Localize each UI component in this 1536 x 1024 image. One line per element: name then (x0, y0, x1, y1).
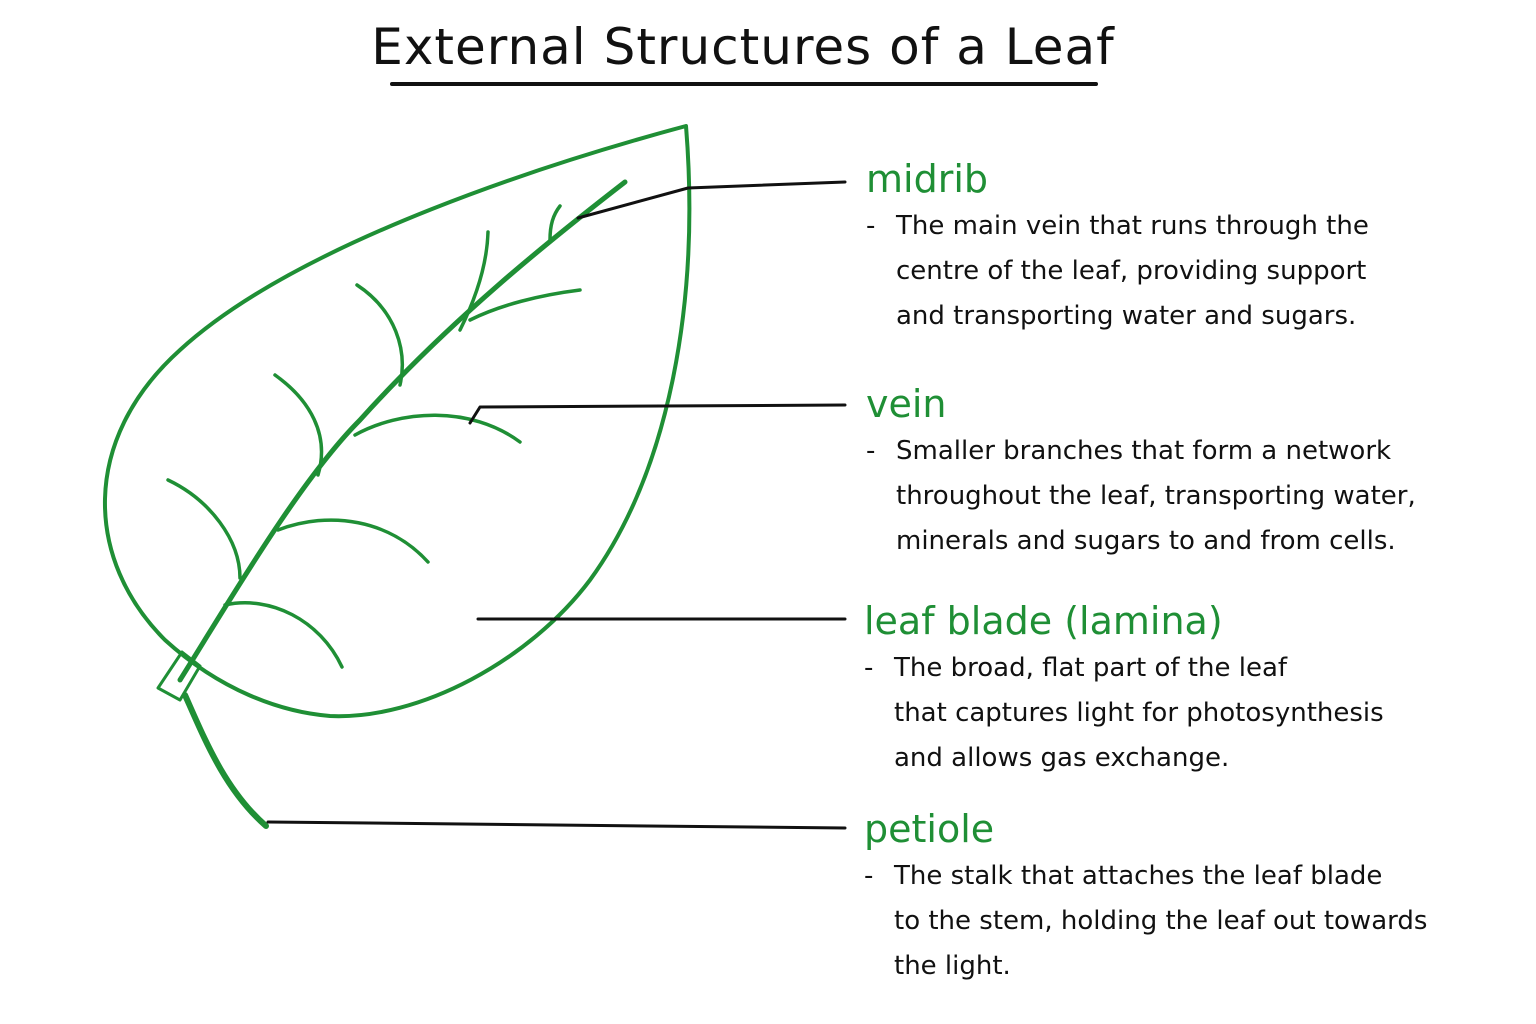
petiole-base (156, 650, 202, 702)
title-underline (390, 82, 1098, 86)
description-midrib: - The main vein that runs through the ce… (866, 204, 1506, 339)
description-lines: The broad, flat part of the leaf that ca… (894, 646, 1384, 781)
term-vein: vein (866, 382, 947, 426)
term-petiole: petiole (864, 807, 995, 851)
leaf-vein (458, 230, 490, 332)
term-leaf-blade: leaf blade (lamina) (864, 599, 1223, 643)
description-lines: Smaller branches that form a network thr… (896, 429, 1416, 564)
description-line: throughout the leaf, transporting water, (896, 481, 1416, 511)
leaf-drawing (103, 124, 692, 829)
description-line: The stalk that attaches the leaf blade (894, 861, 1383, 891)
leaf-vein (273, 373, 324, 477)
description-line: centre of the leaf, providing support (896, 256, 1367, 286)
description-line: The main vein that runs through the (896, 211, 1369, 241)
leaf-petiole (182, 692, 269, 829)
description-line: the light. (894, 951, 1011, 981)
description-line: and transporting water and sugars. (896, 301, 1357, 331)
label-midrib: midrib - The main vein that runs through… (866, 156, 1506, 339)
description-leaf-blade: - The broad, flat part of the leaf that … (864, 646, 1504, 781)
diagram-title: External Structures of a Leaf (371, 18, 1115, 76)
leaf-midrib (177, 179, 628, 683)
description-line: that captures light for photosynthesis (894, 698, 1384, 728)
description-line: to the stem, holding the leaf out toward… (894, 906, 1428, 936)
label-vein: vein - Smaller branches that form a netw… (866, 381, 1506, 564)
label-petiole: petiole - The stalk that attaches the le… (864, 806, 1504, 989)
leaf-outline (103, 124, 692, 719)
description-lines: The main vein that runs through the cent… (896, 204, 1369, 339)
description-petiole: - The stalk that attaches the leaf blade… (864, 854, 1504, 989)
description-line: minerals and sugars to and from cells. (896, 526, 1396, 556)
petiole-leader-line (266, 820, 847, 830)
vein-leader-line (468, 403, 847, 425)
leaf-vein (468, 288, 582, 322)
term-midrib: midrib (866, 157, 988, 201)
description-line: The broad, flat part of the leaf (894, 653, 1288, 683)
leader-lines (266, 180, 847, 830)
leaf-vein (166, 478, 242, 580)
description-line: Smaller branches that form a network (896, 436, 1392, 466)
label-leaf-blade: leaf blade (lamina) - The broad, flat pa… (864, 598, 1504, 781)
leaf-vein (223, 601, 344, 669)
description-dash: - (864, 861, 874, 891)
description-dash: - (866, 436, 876, 466)
description-lines: The stalk that attaches the leaf blade t… (894, 854, 1427, 989)
description-dash: - (864, 653, 874, 683)
leaf-vein (355, 283, 404, 387)
description-dash: - (866, 211, 876, 241)
description-line: and allows gas exchange. (894, 743, 1230, 773)
description-vein: - Smaller branches that form a network t… (866, 429, 1506, 564)
leaf-vein (548, 204, 562, 242)
leaf-vein (353, 413, 522, 444)
midrib-leader-line (576, 180, 847, 220)
leaf-vein (276, 518, 430, 564)
